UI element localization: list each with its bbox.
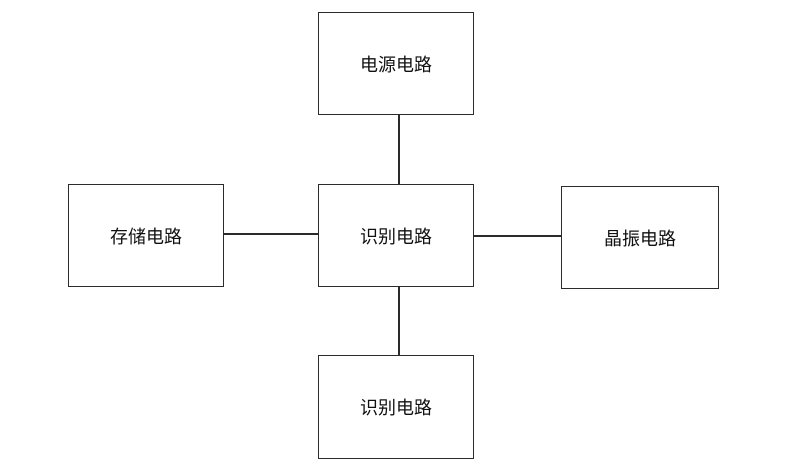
connector-top-center <box>398 114 400 185</box>
box-recognition-circuit-bottom: 识别电路 <box>318 355 474 459</box>
box-crystal-oscillator-circuit: 晶振电路 <box>561 186 719 289</box>
box-recognition-circuit-center: 识别电路 <box>318 184 474 287</box>
box-storage-circuit: 存储电路 <box>68 184 224 287</box>
box-power-circuit: 电源电路 <box>318 12 474 115</box>
box-crystal-oscillator-circuit-label: 晶振电路 <box>604 228 676 250</box>
connector-center-bottom <box>398 286 400 356</box>
connector-left-center <box>224 233 319 235</box>
connector-center-right <box>474 235 562 237</box>
box-power-circuit-label: 电源电路 <box>360 54 432 76</box>
box-recognition-circuit-bottom-label: 识别电路 <box>360 398 432 419</box>
box-recognition-circuit-center-label: 识别电路 <box>360 226 432 248</box>
box-storage-circuit-label: 存储电路 <box>110 226 182 248</box>
